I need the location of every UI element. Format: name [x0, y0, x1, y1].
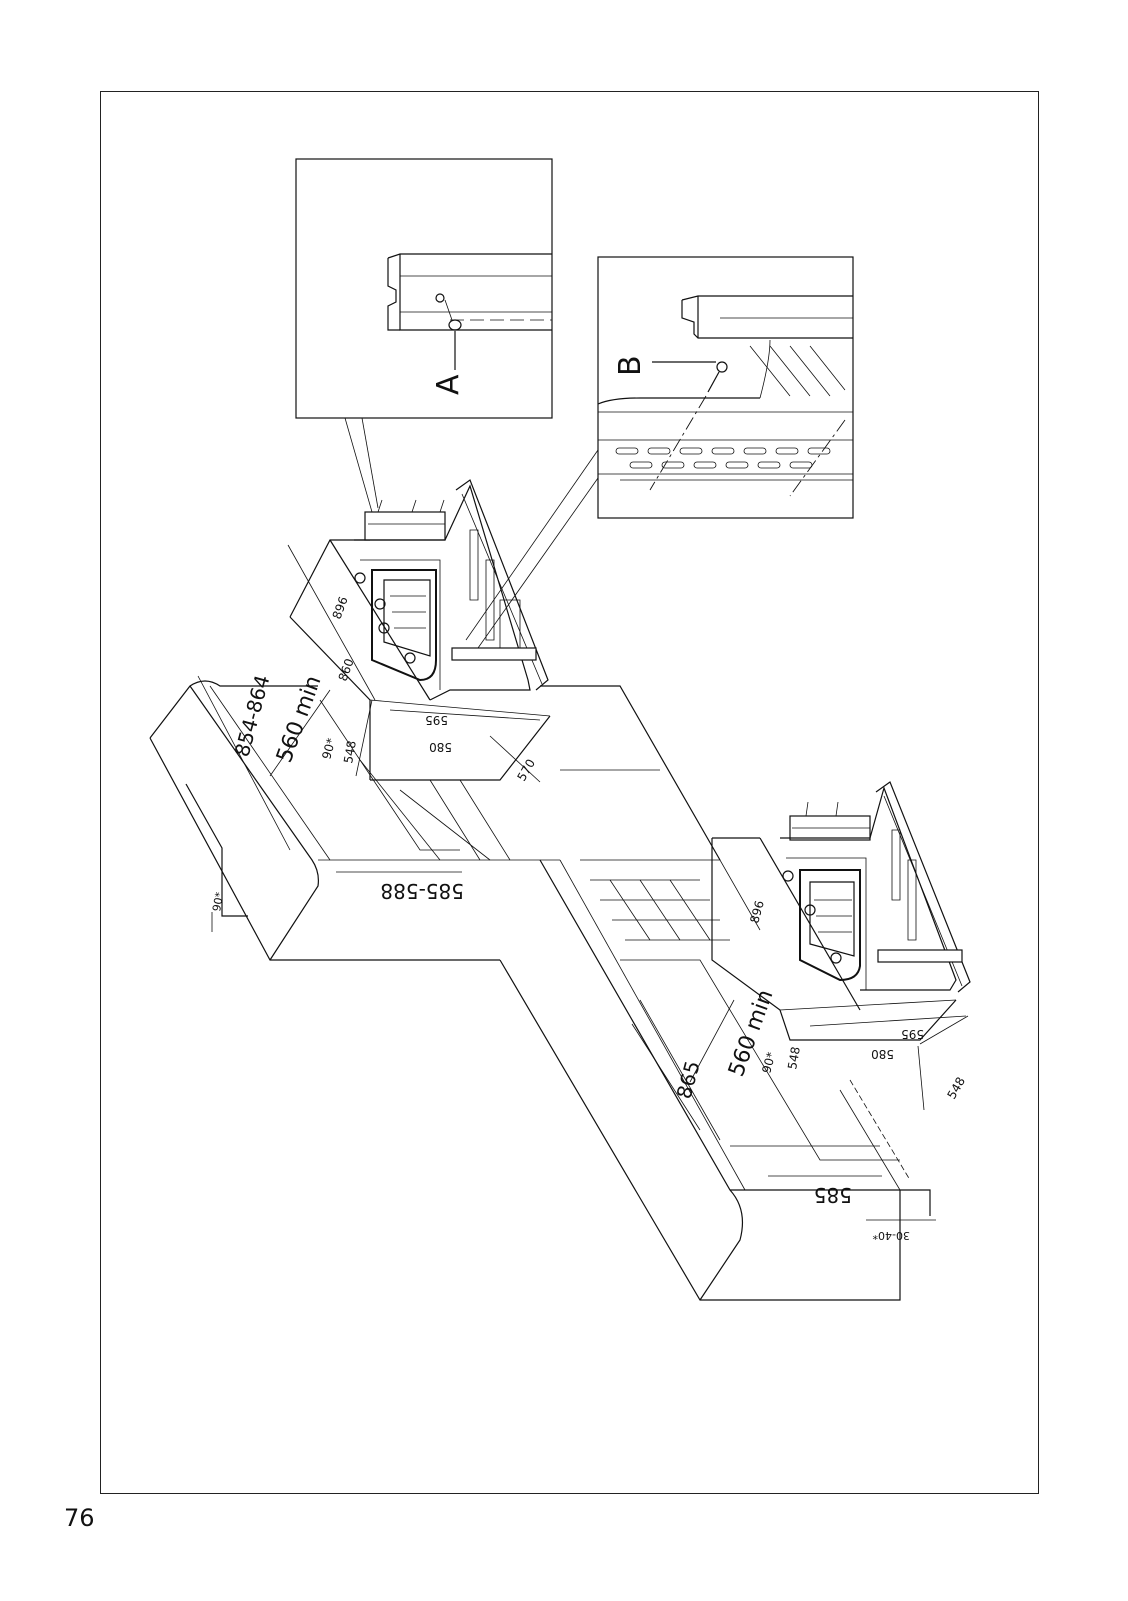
- dim-base-vent: 90*: [759, 1051, 778, 1075]
- dim-lower-body-height: 896: [747, 899, 766, 925]
- dim-upper-body-height: 896: [330, 595, 351, 621]
- lower-oven: [711, 781, 971, 1041]
- detail-b-inset: B: [465, 256, 854, 649]
- dim-tall-niche-height: 854-864: [230, 672, 275, 759]
- dim-lower-front-width: 595: [901, 1027, 924, 1041]
- dim-tall-vent: 90*: [319, 737, 338, 761]
- detail-a-label: A: [431, 374, 466, 395]
- detail-a-inset: A: [295, 158, 553, 513]
- detail-b-label: B: [613, 355, 648, 376]
- dim-upper-depth: 580: [429, 740, 452, 754]
- dim-lower-side-depth: 548: [944, 1075, 968, 1102]
- base-cabinet: [499, 859, 931, 1301]
- dim-upper-front-width: 595: [425, 713, 448, 727]
- dim-upper-side: 570: [514, 757, 538, 784]
- dim-lower-depth: 580: [871, 1047, 894, 1061]
- dim-lower-small: 548: [785, 1046, 803, 1071]
- page-number: 76: [64, 1504, 95, 1532]
- drawing-frame: [100, 91, 1039, 1494]
- dim-tall-niche-width: 585-588: [380, 879, 464, 903]
- dim-upper-cut-height: 860: [336, 657, 357, 683]
- tall-cabinet: [149, 680, 721, 961]
- dim-upper-small: 548: [341, 740, 359, 765]
- dimension-lines: [197, 544, 969, 1221]
- dim-base-gap: 30-40*: [872, 1229, 910, 1242]
- upper-oven: [289, 479, 551, 781]
- dim-base-niche-width: 585: [814, 1183, 852, 1207]
- dim-tall-plinth-vent: 90*: [210, 891, 226, 913]
